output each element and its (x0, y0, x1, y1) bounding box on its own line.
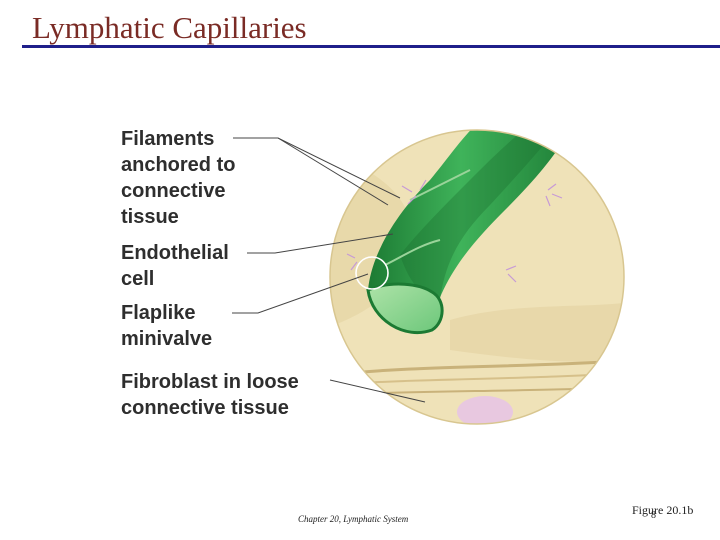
page-number: 8 (651, 510, 656, 521)
label-endothelial-cell: Endothelial cell (121, 240, 229, 292)
footer-chapter: Chapter 20, Lymphatic System (298, 514, 408, 524)
footer-figure-ref: Figure 20.1b (632, 503, 693, 518)
magnified-tissue-view (320, 115, 640, 440)
label-flaplike-minivalve: Flaplike minivalve (121, 300, 212, 352)
label-filaments: Filaments anchored to connective tissue (121, 126, 235, 230)
label-fibroblast: Fibroblast in loose connective tissue (121, 369, 299, 421)
